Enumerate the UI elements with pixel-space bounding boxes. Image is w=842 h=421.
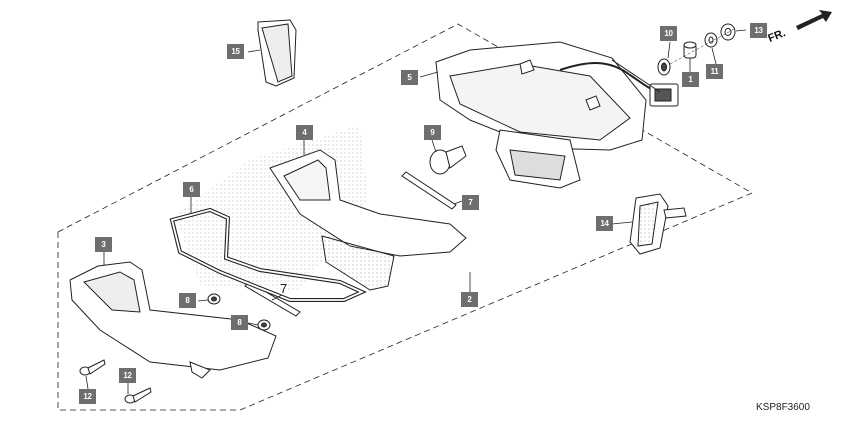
callout-15: 15 (227, 44, 244, 59)
part-8-grommet (207, 293, 271, 331)
callout-8a: 8 (179, 293, 196, 308)
connector (649, 83, 679, 107)
callout-8b: 8 (231, 315, 248, 330)
part-5-housing (435, 41, 647, 189)
front-arrow-icon (796, 10, 832, 30)
callout-4: 4 (296, 125, 313, 140)
callout-7: 7 (462, 195, 479, 210)
callout-11: 11 (706, 64, 723, 79)
callout-3: 3 (95, 237, 112, 252)
callout-10: 10 (660, 26, 677, 41)
part-4-lens (269, 149, 467, 291)
part-13-nut (720, 23, 736, 41)
part-12-screw (79, 359, 152, 404)
callout-9: 9 (424, 125, 441, 140)
part-11-washer (704, 32, 718, 48)
diagram-code: KSP8F3600 (756, 402, 810, 413)
callout-2: 2 (461, 292, 478, 307)
part-3-cover (69, 261, 277, 379)
callout-7-plain: 7 (280, 281, 288, 296)
callout-14: 14 (596, 216, 613, 231)
leader-lines (85, 29, 747, 394)
callout-1: 1 (682, 72, 699, 87)
part-14-reflector (629, 193, 687, 255)
part-10-grommet (657, 58, 671, 76)
callout-12a: 12 (79, 389, 96, 404)
assembly-boundary (57, 23, 753, 411)
part-9-bulb (429, 145, 467, 175)
callout-13: 13 (750, 23, 767, 38)
part-15-cover (257, 19, 297, 87)
callout-5: 5 (401, 70, 418, 85)
callout-12b: 12 (119, 368, 136, 383)
callout-6: 6 (183, 182, 200, 197)
part-1-collar (683, 41, 697, 59)
